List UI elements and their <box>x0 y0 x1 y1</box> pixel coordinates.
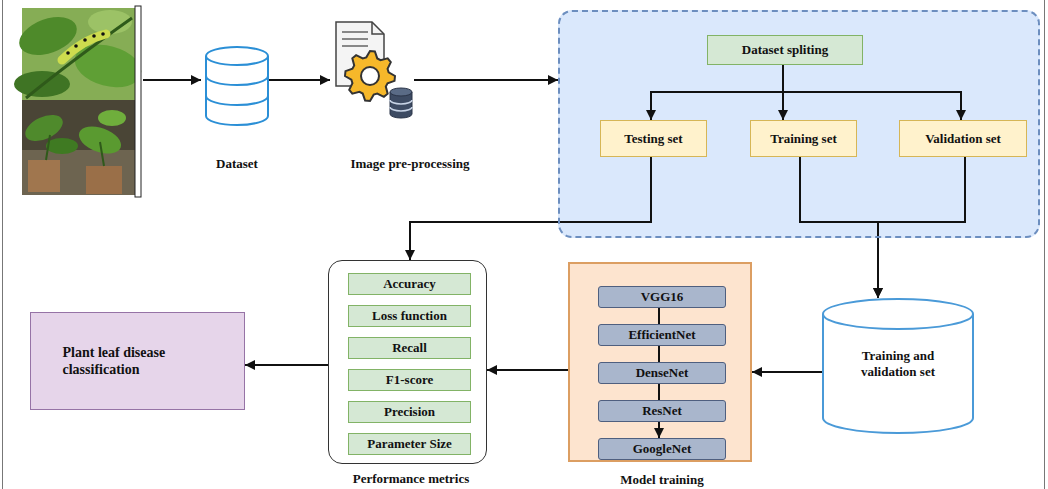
metric-label: F1-score <box>386 372 433 388</box>
flow-arrow <box>783 65 961 120</box>
metric-box: Loss function <box>348 305 471 327</box>
preprocessing-icon <box>330 20 414 120</box>
process-box: Training set <box>750 120 857 157</box>
output-box: Plant leaf disease classification <box>30 312 245 410</box>
flow-arrow <box>658 422 660 438</box>
process-box: Testing set <box>600 120 707 157</box>
box-label: Testing set <box>624 131 682 147</box>
flow-arrow <box>410 157 651 260</box>
model-label: VGG16 <box>641 289 684 305</box>
model-box: GoogleNet <box>598 438 726 460</box>
database-cylinder: Dataset <box>205 46 269 126</box>
metric-label: Recall <box>392 340 427 356</box>
metric-label: Parameter Size <box>367 436 452 452</box>
model-label: DenseNet <box>636 365 689 381</box>
node-label: Image pre-processing <box>320 156 500 172</box>
box-label: Plant leaf disease classification <box>63 344 213 379</box>
flow-arrow <box>414 79 558 81</box>
frame-line <box>2 0 3 489</box>
photo-strip <box>135 6 141 197</box>
model-panel: Model trainingVGG16EfficientNetDenseNetR… <box>568 262 752 462</box>
cylinder-outline <box>205 46 269 126</box>
region-fill <box>328 260 487 464</box>
node-label: Dataset <box>167 156 307 172</box>
metric-box: Parameter Size <box>348 433 471 455</box>
metric-label: Accuracy <box>383 276 436 292</box>
flow-arrow <box>269 79 330 81</box>
panel-label: Performance metrics <box>321 471 501 487</box>
cylinder-label: Training and validation set <box>822 348 974 379</box>
model-label: EfficientNet <box>628 327 695 343</box>
box-label: Training set <box>770 131 837 147</box>
model-box: EfficientNet <box>598 324 726 346</box>
model-box: VGG16 <box>598 286 726 308</box>
flow-arrow <box>658 384 660 400</box>
database-cylinder: Training and validation set <box>822 298 974 434</box>
leaf-photo <box>14 8 146 100</box>
metric-label: Precision <box>384 404 435 420</box>
flow-arrow <box>487 369 568 371</box>
panel-label: Model training <box>572 472 752 488</box>
frame-line <box>1044 0 1045 489</box>
model-label: GoogleNet <box>633 441 691 457</box>
metric-box: Recall <box>348 337 471 359</box>
process-box: Validation set <box>899 120 1027 157</box>
metrics-panel: Performance metricsAccuracyLoss function… <box>328 260 487 464</box>
model-box: DenseNet <box>598 362 726 384</box>
region-fill <box>568 262 752 462</box>
metric-box: F1-score <box>348 369 471 391</box>
box-label: Validation set <box>925 131 1001 147</box>
flow-arrow <box>651 65 783 120</box>
input-arrow <box>143 79 201 81</box>
metric-label: Loss function <box>372 308 447 324</box>
plant-photo <box>21 100 135 195</box>
flow-arrow <box>800 157 878 298</box>
model-box: ResNet <box>598 400 726 422</box>
metric-box: Precision <box>348 401 471 423</box>
metric-box: Accuracy <box>348 273 471 295</box>
flow-arrow <box>752 371 822 373</box>
flow-arrow <box>658 308 660 324</box>
model-label: ResNet <box>642 403 682 419</box>
dashed-region: Dataset splitingTesting set Training set V… <box>558 10 1040 238</box>
flow-arrow <box>658 346 660 362</box>
flow-arrow <box>245 364 328 366</box>
preprocessing-icon: Image pre-processing <box>330 20 414 120</box>
process-box: Dataset spliting <box>707 35 863 65</box>
flow-arrow <box>878 157 965 298</box>
box-label: Dataset spliting <box>742 42 828 58</box>
